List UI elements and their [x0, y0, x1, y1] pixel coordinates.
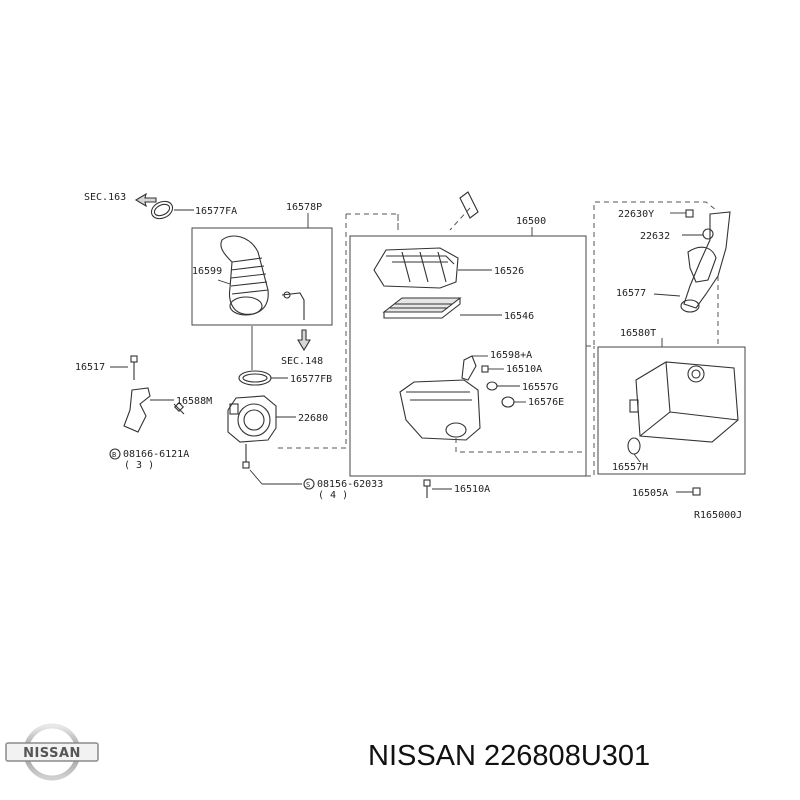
svg-text:B: B — [112, 451, 116, 459]
label-16557h: 16557H — [612, 462, 648, 473]
clamp-16577fa — [150, 200, 194, 220]
snorkel-duct — [459, 191, 479, 219]
product-title: NISSAN 226808U301 — [368, 740, 650, 773]
label-16598a: 16598+A — [490, 350, 532, 361]
box-16578p — [191, 227, 333, 326]
label-16510a-top: 16510A — [506, 364, 542, 375]
clip-22630y — [670, 209, 694, 218]
brand-name: NISSAN — [368, 740, 476, 772]
part-number: 226808U301 — [484, 740, 651, 772]
label-16576e: 16576E — [528, 397, 564, 408]
label-qty3: ( 3 ) — [124, 460, 154, 471]
label-22632: 22632 — [640, 231, 670, 242]
intake-hose — [220, 235, 305, 320]
label-16510a-bottom: 16510A — [454, 484, 490, 495]
throttle-body-22680 — [227, 395, 302, 485]
air-cleaner-case — [399, 379, 586, 453]
label-22630y: 22630Y — [618, 209, 654, 220]
arrow-icon — [297, 329, 311, 352]
bolt-16510a-bottom — [423, 479, 452, 498]
bracket-16588m — [123, 387, 185, 433]
resonator-16580t — [629, 361, 739, 443]
bolt-16517 — [110, 355, 138, 380]
drawing-code: R165000J — [694, 510, 742, 521]
label-16578p: 16578P — [286, 202, 322, 213]
bolt-08156: S — [303, 478, 315, 490]
resonator-duct-16577 — [653, 211, 731, 346]
label-qty4: ( 4 ) — [318, 490, 348, 501]
label-16577: 16577 — [616, 288, 646, 299]
bolt-16505a — [676, 487, 701, 496]
label-16546: 16546 — [504, 311, 534, 322]
logo-text: NISSAN — [23, 746, 81, 761]
label-16517: 16517 — [75, 362, 105, 373]
label-sec163: SEC.163 — [84, 192, 126, 203]
label-16588m: 16588M — [176, 396, 212, 407]
grommet-16557g — [486, 381, 520, 391]
nissan-logo: NISSAN — [5, 723, 99, 781]
bolt-08166: B — [109, 448, 121, 460]
seal-16576e — [501, 396, 526, 408]
air-cleaner-cover-16526 — [373, 247, 492, 289]
label-16557g: 16557G — [522, 382, 558, 393]
filter-element-16546 — [382, 297, 502, 319]
svg-text:S: S — [306, 481, 310, 489]
clip-16598a — [461, 355, 488, 381]
label-16577fa: 16577FA — [195, 206, 237, 217]
label-sec148: SEC.148 — [281, 356, 323, 367]
box-16500 — [349, 235, 587, 477]
label-16526: 16526 — [494, 266, 524, 277]
label-16599: 16599 — [192, 266, 222, 277]
grommet-22632 — [682, 228, 714, 240]
bolt-16510a-top — [481, 365, 504, 373]
clamp-16577fb — [238, 326, 288, 386]
label-16500: 16500 — [516, 216, 546, 227]
label-08166-6121a: 08166-6121A — [123, 449, 189, 460]
label-08156-62033: 08156-62033 — [317, 479, 383, 490]
grommet-16557h — [627, 437, 641, 463]
label-16505a: 16505A — [632, 488, 668, 499]
label-22680: 22680 — [298, 413, 328, 424]
arrow-icon — [134, 192, 157, 208]
label-16580t: 16580T — [620, 328, 656, 339]
box-16580t — [597, 346, 746, 475]
label-16577fb: 16577FB — [290, 374, 332, 385]
